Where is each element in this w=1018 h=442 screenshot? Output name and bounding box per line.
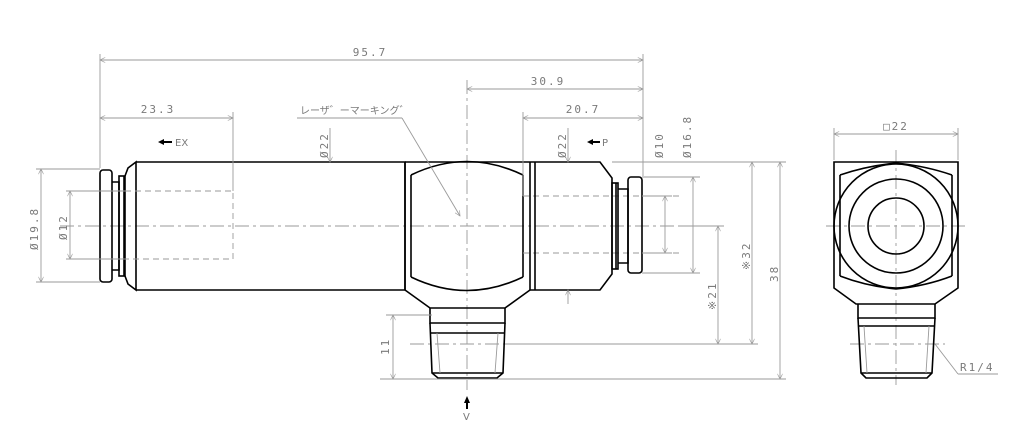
thread-root-lines <box>436 332 499 374</box>
p-collet-ring <box>611 182 619 270</box>
dim-p-flange-dia-text: Ø16.8 <box>681 115 694 158</box>
dim-width-square-text: □22 <box>883 120 909 133</box>
dim-body-dia-right-text: Ø22 <box>556 132 569 158</box>
thread-spec-text: R1/4 <box>960 361 995 374</box>
dim-p-tube-dia-text: Ø10 <box>653 132 666 158</box>
center-body-hex-bottom <box>404 289 531 309</box>
side-thread-neck <box>857 304 936 319</box>
side-outer-circle <box>833 163 959 289</box>
dim-body-dia-left-text: Ø22 <box>318 132 331 158</box>
front-view: 95.7 30.9 23.3 20.7 レーザ゛ーマーキング゛ EX P Ø22… <box>28 46 786 423</box>
ex-chamfer <box>124 160 137 292</box>
dim-height-32-text: ※32 <box>740 242 753 270</box>
thread-body <box>429 322 506 379</box>
dim-overall-length-text: 95.7 <box>353 46 388 59</box>
ex-collet-ring <box>118 175 126 277</box>
side-thread-body <box>857 317 936 379</box>
p-flange <box>627 176 643 274</box>
ex-port-label: EX <box>175 138 188 149</box>
center-body-bottom-arc <box>410 276 524 292</box>
dim-ex-flange-dia-text: Ø19.8 <box>28 207 41 250</box>
side-bottom-curve <box>839 275 953 290</box>
v-port-label: V <box>463 412 470 423</box>
dim-center-to-p-text: 30.9 <box>531 75 566 88</box>
ex-bore-hidden <box>125 190 234 260</box>
side-inner-circle <box>867 197 925 255</box>
p-port-label: P <box>602 138 608 149</box>
laser-marking-leader <box>401 117 461 216</box>
p-arrow-icon <box>587 139 600 145</box>
ex-arrow-icon <box>158 139 172 145</box>
dim-p-port-text: 20.7 <box>566 103 601 116</box>
dim-ex-tube-dia-text: Ø12 <box>57 214 70 240</box>
side-top-curve <box>839 162 953 176</box>
side-middle-circle <box>848 178 944 274</box>
dim-overall-height-text: 38 <box>768 265 781 282</box>
laser-marking-label: レーザ゛ーマーキング゛ <box>300 104 410 117</box>
dim-center-height-text: ※21 <box>706 282 719 310</box>
ex-flange <box>99 169 113 283</box>
p-bore-hidden-ext <box>523 195 680 254</box>
thread-hex-neck <box>429 308 506 324</box>
side-thread-root-lines <box>863 325 930 374</box>
dim-ex-port-text: 23.3 <box>141 103 176 116</box>
side-flats <box>839 175 953 276</box>
thread-leader <box>934 343 959 375</box>
side-view: □22 R1/4 <box>826 120 998 385</box>
v-arrow-icon <box>464 396 470 409</box>
dim-thread-length-text: 11 <box>379 338 392 355</box>
